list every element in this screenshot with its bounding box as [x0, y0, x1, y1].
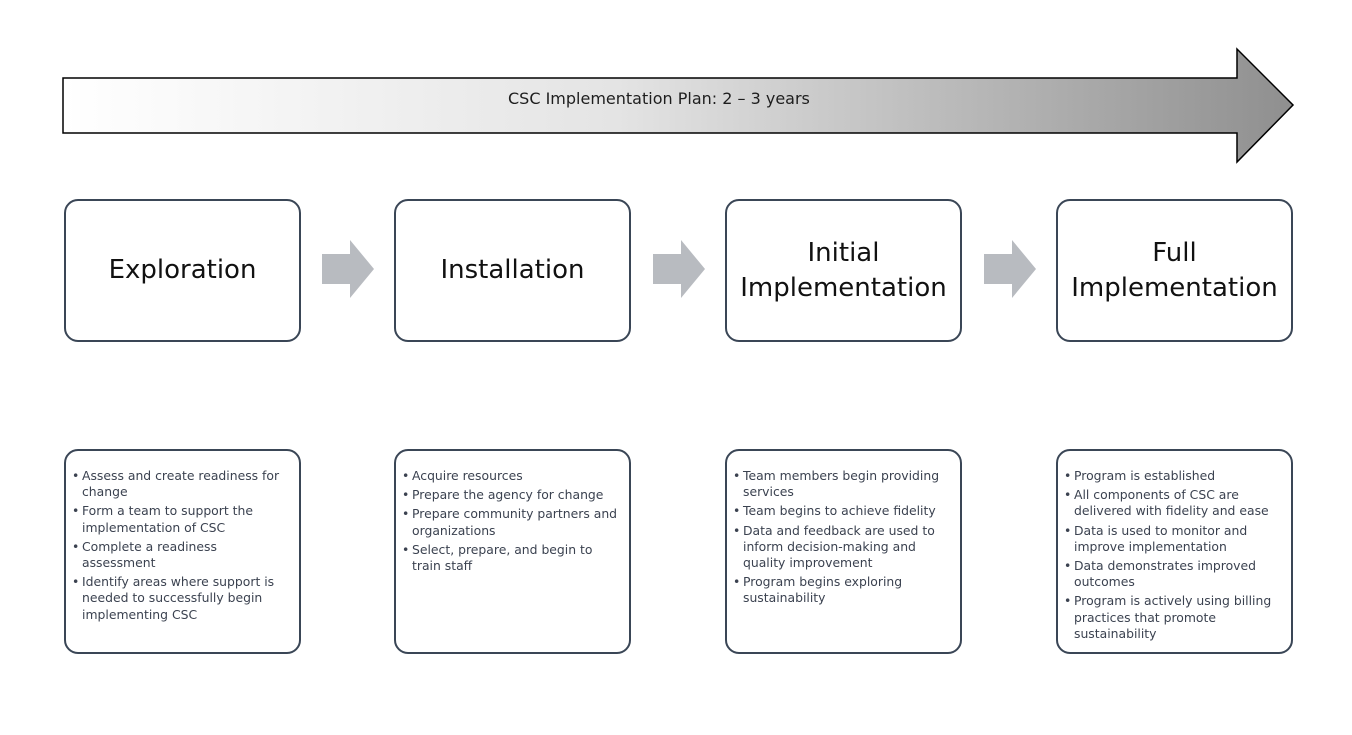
- stage-box-full-implementation: Full Implementation: [1056, 199, 1293, 342]
- list-item: Data is used to monitor and improve impl…: [1064, 523, 1283, 555]
- detail-box-full-implementation: Program is established All components of…: [1056, 449, 1293, 654]
- stage-title: Initial Implementation: [740, 237, 947, 303]
- detail-list: Acquire resources Prepare the agency for…: [402, 468, 621, 574]
- stage-title: Exploration: [108, 255, 257, 285]
- list-item: Data and feedback are used to inform dec…: [733, 523, 952, 572]
- arrow-right-icon: [322, 240, 374, 298]
- list-item: Team members begin providing services: [733, 468, 952, 500]
- list-item: Program begins exploring sustainability: [733, 574, 952, 606]
- stage-box-exploration: Exploration: [64, 199, 301, 342]
- stage-box-installation: Installation: [394, 199, 631, 342]
- list-item: Prepare community partners and organizat…: [402, 506, 621, 538]
- list-item: Program is actively using billing practi…: [1064, 593, 1283, 642]
- list-item: Select, prepare, and begin to train staf…: [402, 542, 621, 574]
- list-item: Team begins to achieve fidelity: [733, 503, 952, 519]
- list-item: Identify areas where support is needed t…: [72, 574, 291, 623]
- list-item: Form a team to support the implementatio…: [72, 503, 291, 535]
- detail-box-initial-implementation: Team members begin providing services Te…: [725, 449, 962, 654]
- list-item: Acquire resources: [402, 468, 621, 484]
- list-item: All components of CSC are delivered with…: [1064, 487, 1283, 519]
- stage-box-initial-implementation: Initial Implementation: [725, 199, 962, 342]
- detail-list: Team members begin providing services Te…: [733, 468, 952, 607]
- detail-list: Program is established All components of…: [1064, 468, 1283, 642]
- arrow-right-icon: [984, 240, 1036, 298]
- detail-list: Assess and create readiness for change F…: [72, 468, 291, 623]
- timeline-label: CSC Implementation Plan: 2 – 3 years: [508, 89, 810, 108]
- detail-box-exploration: Assess and create readiness for change F…: [64, 449, 301, 654]
- stage-title: Installation: [440, 255, 585, 285]
- list-item: Assess and create readiness for change: [72, 468, 291, 500]
- arrow-right-icon: [653, 240, 705, 298]
- list-item: Program is established: [1064, 468, 1283, 484]
- list-item: Complete a readiness assessment: [72, 539, 291, 571]
- timeline-arrow-shape: [62, 47, 1295, 164]
- list-item: Data demonstrates improved outcomes: [1064, 558, 1283, 590]
- list-item: Prepare the agency for change: [402, 487, 621, 503]
- detail-box-installation: Acquire resources Prepare the agency for…: [394, 449, 631, 654]
- timeline-arrow: CSC Implementation Plan: 2 – 3 years: [0, 0, 1352, 170]
- stage-title: Full Implementation: [1071, 237, 1278, 303]
